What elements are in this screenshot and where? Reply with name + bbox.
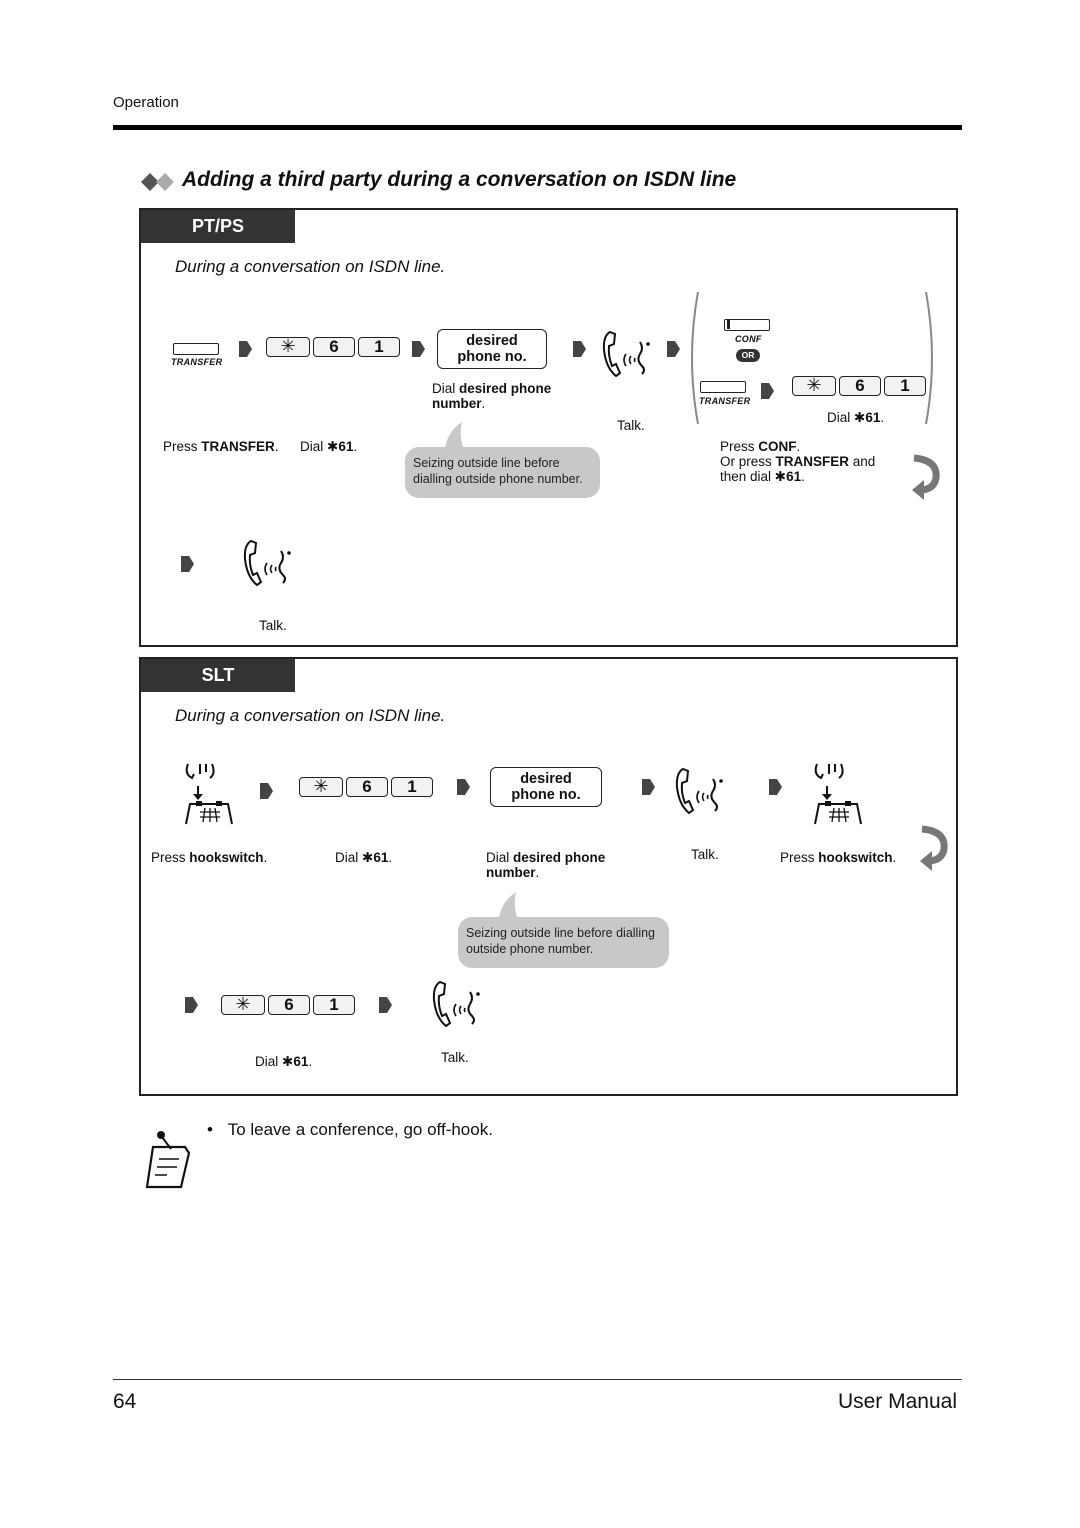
- header-rule: [113, 125, 962, 130]
- transfer-button: [173, 343, 219, 355]
- page-title: Adding a third party during a conversati…: [182, 168, 737, 191]
- talk-handset-icon: [243, 539, 291, 587]
- star-key: ✳: [221, 995, 265, 1015]
- star-key: ✳: [792, 376, 836, 396]
- dial-keys-star-61-alt: ✳ 6 1: [792, 376, 926, 396]
- arrow-right-icon: [260, 783, 273, 799]
- bubble-tail: [444, 422, 466, 454]
- right-dial-label: Dial ✱61.: [827, 410, 885, 425]
- dial-star61-label: Dial ✱61.: [300, 439, 358, 454]
- arrow-right-icon: [761, 383, 774, 399]
- six-key: 6: [313, 337, 355, 357]
- manual-title: User Manual: [837, 1390, 957, 1413]
- talk-label: Talk.: [617, 418, 645, 433]
- ptps-subtitle: During a conversation on ISDN line.: [175, 257, 446, 276]
- press-hookswitch-label-2: Press hookswitch.: [780, 850, 897, 865]
- six-key: 6: [839, 376, 881, 396]
- conference-note: • To leave a conference, go off-hook.: [207, 1120, 493, 1140]
- conf-button: [724, 319, 770, 331]
- note-text: To leave a conference, go off-hook.: [227, 1120, 493, 1139]
- slt-dial-keys-star-61: ✳ 6 1: [299, 777, 433, 797]
- arrow-right-icon: [181, 556, 194, 572]
- return-arrow-icon: [920, 825, 948, 871]
- slt-desired-phone-no-key: desired phone no.: [490, 767, 602, 807]
- press-transfer-label: Press TRANSFER.: [163, 439, 279, 454]
- ptps-tab: PT/PS: [141, 210, 295, 243]
- one-key: 1: [391, 777, 433, 797]
- press-conf-label: Press CONF. Or press TRANSFER and then d…: [720, 439, 876, 484]
- arrow-right-icon: [239, 341, 252, 357]
- star-key: ✳: [266, 337, 310, 357]
- talk-handset-icon: [602, 330, 650, 378]
- diamond-bullet-icon: [141, 173, 174, 191]
- one-key: 1: [358, 337, 400, 357]
- section-header: Operation: [113, 94, 179, 111]
- hookswitch-icon: [185, 763, 233, 825]
- transfer-button-label: TRANSFER: [171, 357, 223, 367]
- arrow-right-icon: [573, 341, 586, 357]
- one-key: 1: [884, 376, 926, 396]
- slt-dial-star61-label: Dial ✱61.: [335, 850, 393, 865]
- transfer-button-alt: [700, 381, 746, 393]
- hookswitch-icon: [814, 763, 862, 825]
- arrow-right-icon: [457, 779, 470, 795]
- one-key: 1: [313, 995, 355, 1015]
- arrow-right-icon: [667, 341, 680, 357]
- slt-tab: SLT: [141, 659, 295, 692]
- page-number: 64: [113, 1390, 137, 1413]
- six-key: 6: [268, 995, 310, 1015]
- talk-label-2: Talk.: [259, 618, 287, 633]
- footer-rule: [113, 1379, 962, 1380]
- bubble-tail: [498, 892, 520, 924]
- arrow-right-icon: [379, 997, 392, 1013]
- slt-dial2-label: Dial ✱61.: [255, 1054, 313, 1069]
- talk-handset-icon: [675, 767, 723, 815]
- transfer-button-alt-label: TRANSFER: [699, 396, 751, 406]
- dial-keys-star-61: ✳ 6 1: [266, 337, 400, 357]
- note-icon: [145, 1131, 191, 1189]
- slt-talk-label: Talk.: [691, 847, 719, 862]
- six-key: 6: [346, 777, 388, 797]
- talk-handset-icon: [432, 980, 480, 1028]
- option-bracket: [691, 291, 933, 425]
- slt-panel: [139, 657, 958, 1096]
- press-hookswitch-label: Press hookswitch.: [151, 850, 268, 865]
- conf-button-label: CONF: [735, 334, 762, 344]
- return-arrow-icon: [912, 454, 940, 500]
- arrow-right-icon: [642, 779, 655, 795]
- arrow-right-icon: [412, 341, 425, 357]
- seizing-note-bubble: Seizing outside line before dialling out…: [405, 447, 600, 498]
- desired-line2: phone no.: [457, 349, 527, 365]
- desired-phone-no-key: desired phone no.: [437, 329, 547, 369]
- slt-subtitle: During a conversation on ISDN line.: [175, 706, 446, 725]
- arrow-right-icon: [185, 997, 198, 1013]
- note-bullet: •: [207, 1120, 213, 1139]
- conf-button-lamp: [727, 320, 730, 329]
- slt-seizing-note-bubble: Seizing outside line before dialling out…: [458, 917, 669, 968]
- or-badge: OR: [736, 349, 760, 362]
- star-key: ✳: [299, 777, 343, 797]
- arrow-right-icon: [769, 779, 782, 795]
- ptps-panel: [139, 208, 958, 647]
- desired-line1: desired: [466, 333, 518, 349]
- slt-talk-label-2: Talk.: [441, 1050, 469, 1065]
- slt-dial-keys-star-61-row2: ✳ 6 1: [221, 995, 355, 1015]
